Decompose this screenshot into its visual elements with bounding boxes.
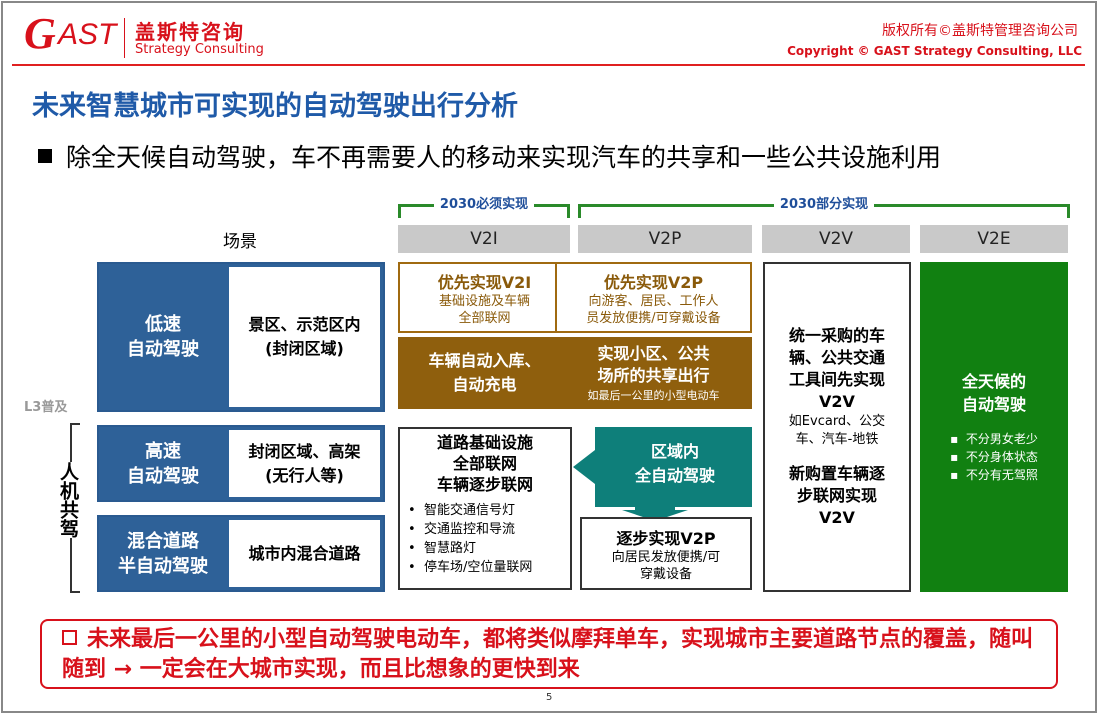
logo-en: Strategy Consulting	[135, 42, 264, 57]
logo-text: AST	[58, 18, 117, 51]
scene-label: 景区、示范区内 (封闭区域)	[229, 267, 380, 407]
conclusion-text: 未来最后一公里的小型自动驾驶电动车，都将类似摩拜单车，实现城市主要道路节点的覆盖…	[62, 627, 1034, 682]
page-title: 未来智慧城市可实现的自动驾驶出行分析	[32, 91, 518, 122]
v2p-gradual-desc: 向居民发放便携/可 穿戴设备	[611, 549, 721, 582]
v2p-gradual-title: 逐步实现V2P	[616, 528, 716, 548]
scene-row-low-speed: 低速 自动驾驶 景区、示范区内 (封闭区域)	[97, 262, 385, 412]
v2i-priority-desc: 基础设施及车辆 全部联网	[438, 293, 530, 326]
v2v-example-text: 如Evcard、公交 车、汽车-地铁	[788, 414, 886, 447]
v2p-priority-box: 优先实现V2P 向游客、居民、工作人 员发放便携/可穿戴设备	[555, 262, 752, 333]
v2p-priority-title: 优先实现V2P	[603, 272, 704, 292]
mode-label: 混合道路 半自动驾驶	[118, 530, 208, 577]
logo-cn: 盖斯特咨询	[135, 20, 245, 44]
list-item: ▪ 不分有无驾照	[950, 468, 1038, 482]
hybrid-label: 人机共驾	[57, 462, 80, 538]
mode-label: 高速 自动驾驶	[127, 440, 199, 487]
logo-divider	[124, 18, 125, 58]
column-header-scene: 场景	[223, 231, 257, 252]
hollow-square-bullet-icon	[62, 630, 77, 645]
v2i-priority-box: 优先实现V2I 基础设施及车辆 全部联网	[398, 262, 571, 333]
v2p-shared-mobility-box: 实现小区、公共 场所的共享出行 如最后一公里的小型电动车	[555, 337, 752, 409]
v2i-road-infra-title: 道路基础设施 全部联网 车辆逐步联网	[436, 433, 533, 494]
scene-label: 封闭区域、高架 (无行人等)	[229, 430, 380, 497]
conclusion-box: 未来最后一公里的小型自动驾驶电动车，都将类似摩拜单车，实现城市主要道路节点的覆盖…	[40, 619, 1058, 689]
column-header-v2p: V2P	[578, 225, 752, 253]
header-divider	[12, 64, 1085, 66]
bracket-partial-label: 2030部分实现	[773, 193, 875, 212]
v2e-title: 全天候的 自动驾驶	[961, 372, 1026, 414]
page-number: 5	[546, 692, 553, 703]
mode-label: 低速 自动驾驶	[127, 314, 199, 360]
list-item: ▪ 不分男女老少	[950, 432, 1038, 446]
logo: G	[24, 9, 56, 58]
v2p-gradual-box: 逐步实现V2P 向居民发放便携/可 穿戴设备	[580, 517, 752, 590]
list-item: • 停车场/空位量联网	[408, 560, 533, 575]
list-item: ▪ 不分身体状态	[950, 450, 1038, 464]
v2v-box: 统一采购的车 辆、公共交通 工具间先实现 V2V 如Evcard、公交 车、汽车…	[763, 262, 911, 592]
bullet-point: 除全天候自动驾驶，车不再需要人的移动来实现汽车的共享和一些公共设施利用	[38, 142, 1085, 174]
list-item: • 交通监控和导流	[408, 522, 515, 537]
bullet-text: 除全天候自动驾驶，车不再需要人的移动来实现汽车的共享和一些公共设施利用	[66, 143, 942, 172]
column-header-v2v: V2V	[762, 225, 910, 253]
v2i-priority-title: 优先实现V2I	[437, 272, 532, 292]
l3-label: L3普及	[24, 400, 68, 415]
teal-arrow-shape	[573, 427, 752, 521]
v2p-shared-title: 实现小区、公共 场所的共享出行	[597, 344, 710, 385]
list-item: • 智慧路灯	[408, 541, 476, 556]
scene-label: 城市内混合道路	[229, 520, 380, 587]
v2p-zone-autonomous-label: 区域内 全自动驾驶	[634, 442, 715, 485]
v2e-box: 全天候的 自动驾驶 ▪ 不分男女老少 ▪ 不分身体状态 ▪ 不分有无驾照	[920, 262, 1068, 592]
bracket-partial-wrap: 2030部分实现	[578, 193, 1070, 212]
v2i-road-infra-box: 道路基础设施 全部联网 车辆逐步联网 • 智能交通信号灯 • 交通监控和导流 •…	[398, 427, 572, 590]
scene-row-mixed-road: 混合道路 半自动驾驶 城市内混合道路	[97, 515, 385, 592]
v2i-auto-parking-box: 车辆自动入库、 自动充电	[398, 337, 571, 409]
v2v-new-vehicles-text: 新购置车辆逐 步联网实现 V2V	[788, 464, 885, 527]
v2p-priority-desc: 向游客、居民、工作人 员发放便携/可穿戴设备	[586, 293, 721, 326]
square-bullet-icon	[38, 149, 52, 163]
v2p-shared-sub: 如最后一公里的小型电动车	[587, 389, 720, 402]
column-header-v2e: V2E	[920, 225, 1068, 253]
scene-row-high-speed: 高速 自动驾驶 封闭区域、高架 (无行人等)	[97, 425, 385, 502]
column-header-v2i: V2I	[398, 225, 570, 253]
list-item: • 智能交通信号灯	[408, 503, 515, 518]
copyright-cn: 版权所有©盖斯特管理咨询公司	[882, 23, 1078, 39]
v2v-unified-text: 统一采购的车 辆、公共交通 工具间先实现 V2V	[788, 326, 885, 411]
bracket-must-wrap: 2030必须实现	[398, 193, 570, 212]
copyright-en: Copyright © GAST Strategy Consulting, LL…	[787, 44, 1082, 58]
bracket-must-label: 2030必须实现	[433, 193, 535, 212]
